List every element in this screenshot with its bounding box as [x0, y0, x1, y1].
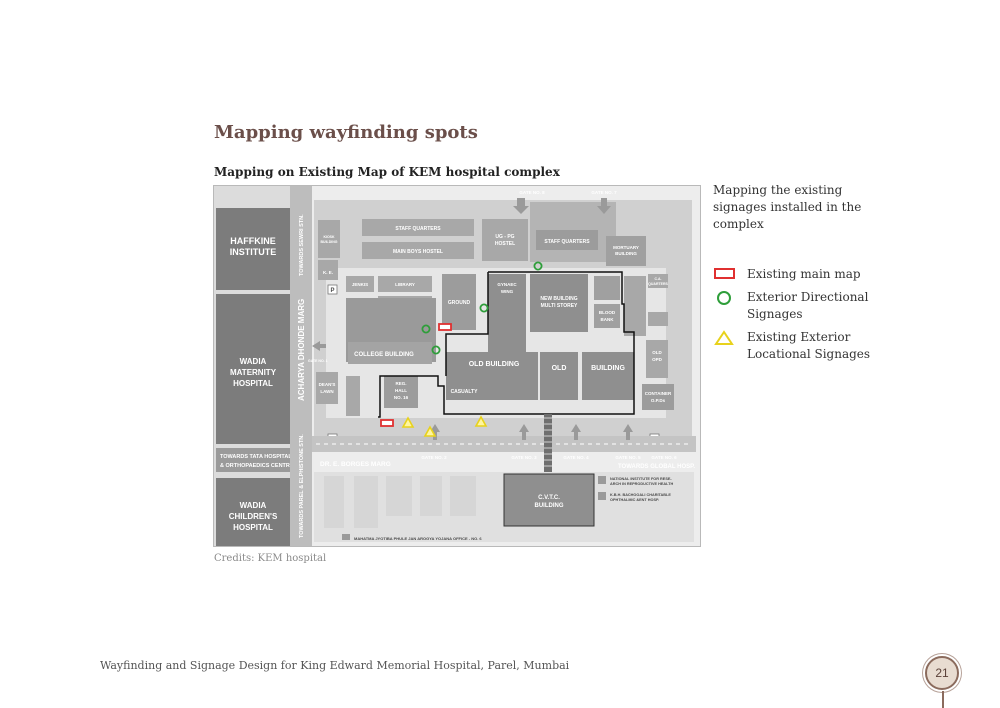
- legend-label-locational: Existing Exterior Locational Signages: [747, 330, 871, 361]
- main-map-marker: [438, 323, 452, 331]
- map-label: K. E.: [323, 270, 333, 275]
- map-label: P: [330, 288, 334, 294]
- haffkine-block: [216, 208, 290, 290]
- map-label: OPD: [652, 357, 663, 362]
- map-label: C.V.T.C.: [538, 495, 560, 501]
- gate-5-label: GATE NO. 5: [615, 455, 641, 460]
- page-badge-stem: [942, 691, 944, 708]
- map-label: ARCH IN REPRODUCTIVE HEALTH: [610, 482, 673, 486]
- main-map-marker: [380, 419, 394, 427]
- wadia-maternity-label-2: MATERNITY: [230, 368, 277, 377]
- map-label: O.P.Ds: [651, 398, 666, 403]
- towards-global-label: TOWARDS GLOBAL HOSP.: [618, 464, 695, 470]
- ground-label: GROUND: [448, 300, 471, 306]
- directional-sign-marker: [421, 324, 431, 334]
- map-label: BANK: [601, 317, 615, 322]
- legend-item-locational: Existing Exterior Locational Signages: [713, 329, 913, 363]
- gate-6-label: GATE NO. 6: [651, 455, 677, 460]
- map-label: MORTUARY: [613, 245, 639, 250]
- map-label: JENKIS: [352, 282, 368, 287]
- map-title: Mapping on Existing Map of KEM hospital …: [214, 165, 560, 179]
- wadia-children-label-1: WADIA: [240, 501, 267, 510]
- map-label: BUILDING: [615, 251, 637, 256]
- borges-marg-label: DR. E. BORGES MARG: [320, 461, 391, 468]
- wadia-children-label-3: HOSPITAL: [233, 523, 273, 532]
- map-label: DEAN'S: [319, 382, 336, 387]
- staff-quarters-1-label: STAFF QUARTERS: [395, 226, 441, 232]
- map-label: GYNAEC: [497, 282, 517, 287]
- hospital-map: HAFFKINE INSTITUTE WADIA MATERNITY HOSPI…: [213, 185, 701, 547]
- map-label: BUILDING: [535, 503, 564, 509]
- legend: Existing main map Exterior Directional S…: [713, 266, 913, 369]
- wadia-maternity-label-3: HOSPITAL: [233, 379, 273, 388]
- map-label: NO. 16: [394, 395, 409, 400]
- credits: Credits: KEM hospital: [214, 553, 327, 564]
- old-building-label-3: BUILDING: [591, 365, 625, 372]
- legend-label-directional: Exterior Directional Signages: [747, 290, 869, 321]
- footer-text: Wayfinding and Signage Design for King E…: [100, 659, 570, 672]
- yellow-triangle-icon: [714, 330, 734, 345]
- map-label: OPHTHALMIC &ENT HOSP.: [610, 498, 659, 502]
- page-title: Mapping wayfinding spots: [214, 122, 478, 143]
- towards-tata-1: TOWARDS TATA HOSPITAL: [220, 454, 292, 460]
- gate-1-label: GATE NO. 1: [308, 359, 328, 363]
- old-building-label-2: OLD: [552, 365, 567, 372]
- casualty-label: CASUALTY: [451, 389, 479, 395]
- gate-2-label: GATE NO. 2: [421, 455, 447, 460]
- gate-8-label: GATE NO. 8: [519, 190, 545, 195]
- locational-sign-marker: [401, 416, 415, 428]
- staff-quarters-2-label: STAFF QUARTERS: [544, 239, 590, 245]
- map-label: WING: [501, 289, 514, 294]
- haffkine-label-2: INSTITUTE: [230, 247, 277, 257]
- towards-tata-2: & ORTHOPAEDICS CENTRE: [220, 463, 294, 469]
- gate-7-label: GATE NO. 7: [591, 190, 617, 195]
- map-label: UG - PG: [495, 234, 514, 240]
- map-label: NATIONAL INSTITUTE FOR RESE-: [610, 477, 672, 481]
- map-label: KIOSK: [323, 235, 335, 239]
- map-label: REG.: [395, 381, 406, 386]
- map-label: BLOOD: [599, 310, 616, 315]
- map-label: C.A.: [655, 277, 662, 281]
- map-label: MULTI STOREY: [541, 303, 578, 309]
- map-label: MAHATMA JYOTIBA PHULE JAN AROGYA YOJANA …: [354, 536, 482, 541]
- legend-item-directional: Exterior Directional Signages: [713, 289, 913, 323]
- haffkine-label-1: HAFFKINE: [230, 236, 276, 246]
- map-label: LIBRARY: [395, 282, 415, 287]
- directional-sign-marker: [533, 261, 543, 271]
- locational-sign-marker: [423, 425, 437, 437]
- directional-sign-marker: [431, 345, 441, 355]
- wadia-children-block: [216, 478, 290, 546]
- gate-3-label: GATE NO. 3: [511, 455, 537, 460]
- map-label: OLD: [652, 350, 662, 355]
- legend-item-main-map: Existing main map: [713, 266, 913, 283]
- map-label: NEW BUILDING: [540, 296, 577, 302]
- route-outline: [378, 271, 635, 418]
- map-label: QUARTERS: [648, 282, 668, 286]
- wadia-children-label-2: CHILDREN'S: [229, 512, 278, 521]
- map-label: BUILDING: [321, 240, 338, 244]
- green-circle-icon: [717, 291, 731, 305]
- legend-label-main-map: Existing main map: [747, 267, 861, 281]
- college-building-label: COLLEGE BUILDING: [354, 352, 414, 358]
- towards-sewri-label: TOWARDS SEWRI STN.: [299, 214, 305, 276]
- map-label: LAWN: [320, 389, 333, 394]
- map-label: HOSTEL: [495, 241, 515, 247]
- red-rectangle-icon: [714, 268, 735, 279]
- map-label: CONTAINER: [645, 391, 672, 396]
- gate-4-label: GATE NO. 4: [563, 455, 589, 460]
- wadia-maternity-label-1: WADIA: [240, 357, 267, 366]
- page-number-badge: 21: [925, 656, 959, 690]
- map-label: HALL: [395, 388, 407, 393]
- wadia-maternity-block: [216, 294, 290, 444]
- acharya-road-label: ACHARYA DHONDE MARG: [297, 299, 306, 401]
- main-boys-hostel-label: MAIN BOYS HOSTEL: [393, 249, 443, 255]
- map-label: K.B.H. BACHOOALI CHARITABLE: [610, 493, 671, 497]
- side-note: Mapping the existing signages installed …: [713, 183, 862, 231]
- towards-parel-label: TOWARDS PAREL & ELPHISTONE STN.: [299, 434, 305, 538]
- old-building-label-1: OLD BUILDING: [469, 361, 520, 368]
- locational-sign-marker: [474, 415, 488, 427]
- directional-sign-marker: [479, 303, 489, 313]
